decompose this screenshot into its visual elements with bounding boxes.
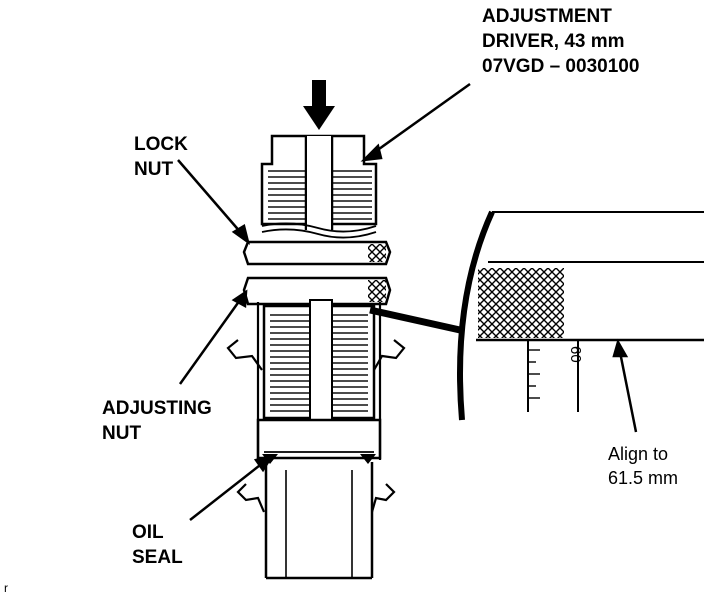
detail-view [369, 210, 704, 421]
oil-seal-line-2: SEAL [132, 547, 183, 568]
oil-seal-line-1: OIL [132, 522, 164, 543]
lock-nut-line-2: NUT [134, 159, 174, 180]
threaded-body [256, 299, 382, 460]
adjusting-nut-line-1: ADJUSTING [102, 398, 212, 419]
scale-ticks [528, 349, 540, 399]
lock-nut [242, 240, 392, 266]
corner-mark: r [4, 581, 8, 595]
lower-tube [264, 462, 374, 580]
lock-nut-label: LOCK NUT [134, 132, 188, 182]
push-arrow [303, 80, 335, 130]
adjusting-nut-label: ADJUSTING NUT [102, 396, 212, 446]
align-note-line-2: 61.5 mm [608, 468, 679, 488]
adjustment-driver-label: ADJUSTMENT DRIVER, 43 mm 07VGD – 0030100 [482, 4, 639, 79]
adjustment-driver-line-3: 07VGD – 0030100 [482, 56, 640, 77]
lock-nut-line-1: LOCK [134, 134, 188, 155]
adjusting-nut-line-2: NUT [102, 423, 142, 444]
scale-mark-label: 60 [567, 346, 584, 363]
align-note-line-1: Align to [608, 444, 669, 464]
oil-seal-label: OIL SEAL [132, 520, 183, 570]
leader-arrows [177, 82, 638, 521]
adjustment-driver-line-1: ADJUSTMENT [482, 6, 612, 27]
align-note: Align to 61.5 mm [608, 442, 678, 490]
adjusting-nut [242, 276, 392, 306]
housing-bracket [226, 302, 406, 513]
adjustment-driver-tool [260, 134, 378, 239]
adjustment-driver-line-2: DRIVER, 43 mm [482, 31, 625, 52]
